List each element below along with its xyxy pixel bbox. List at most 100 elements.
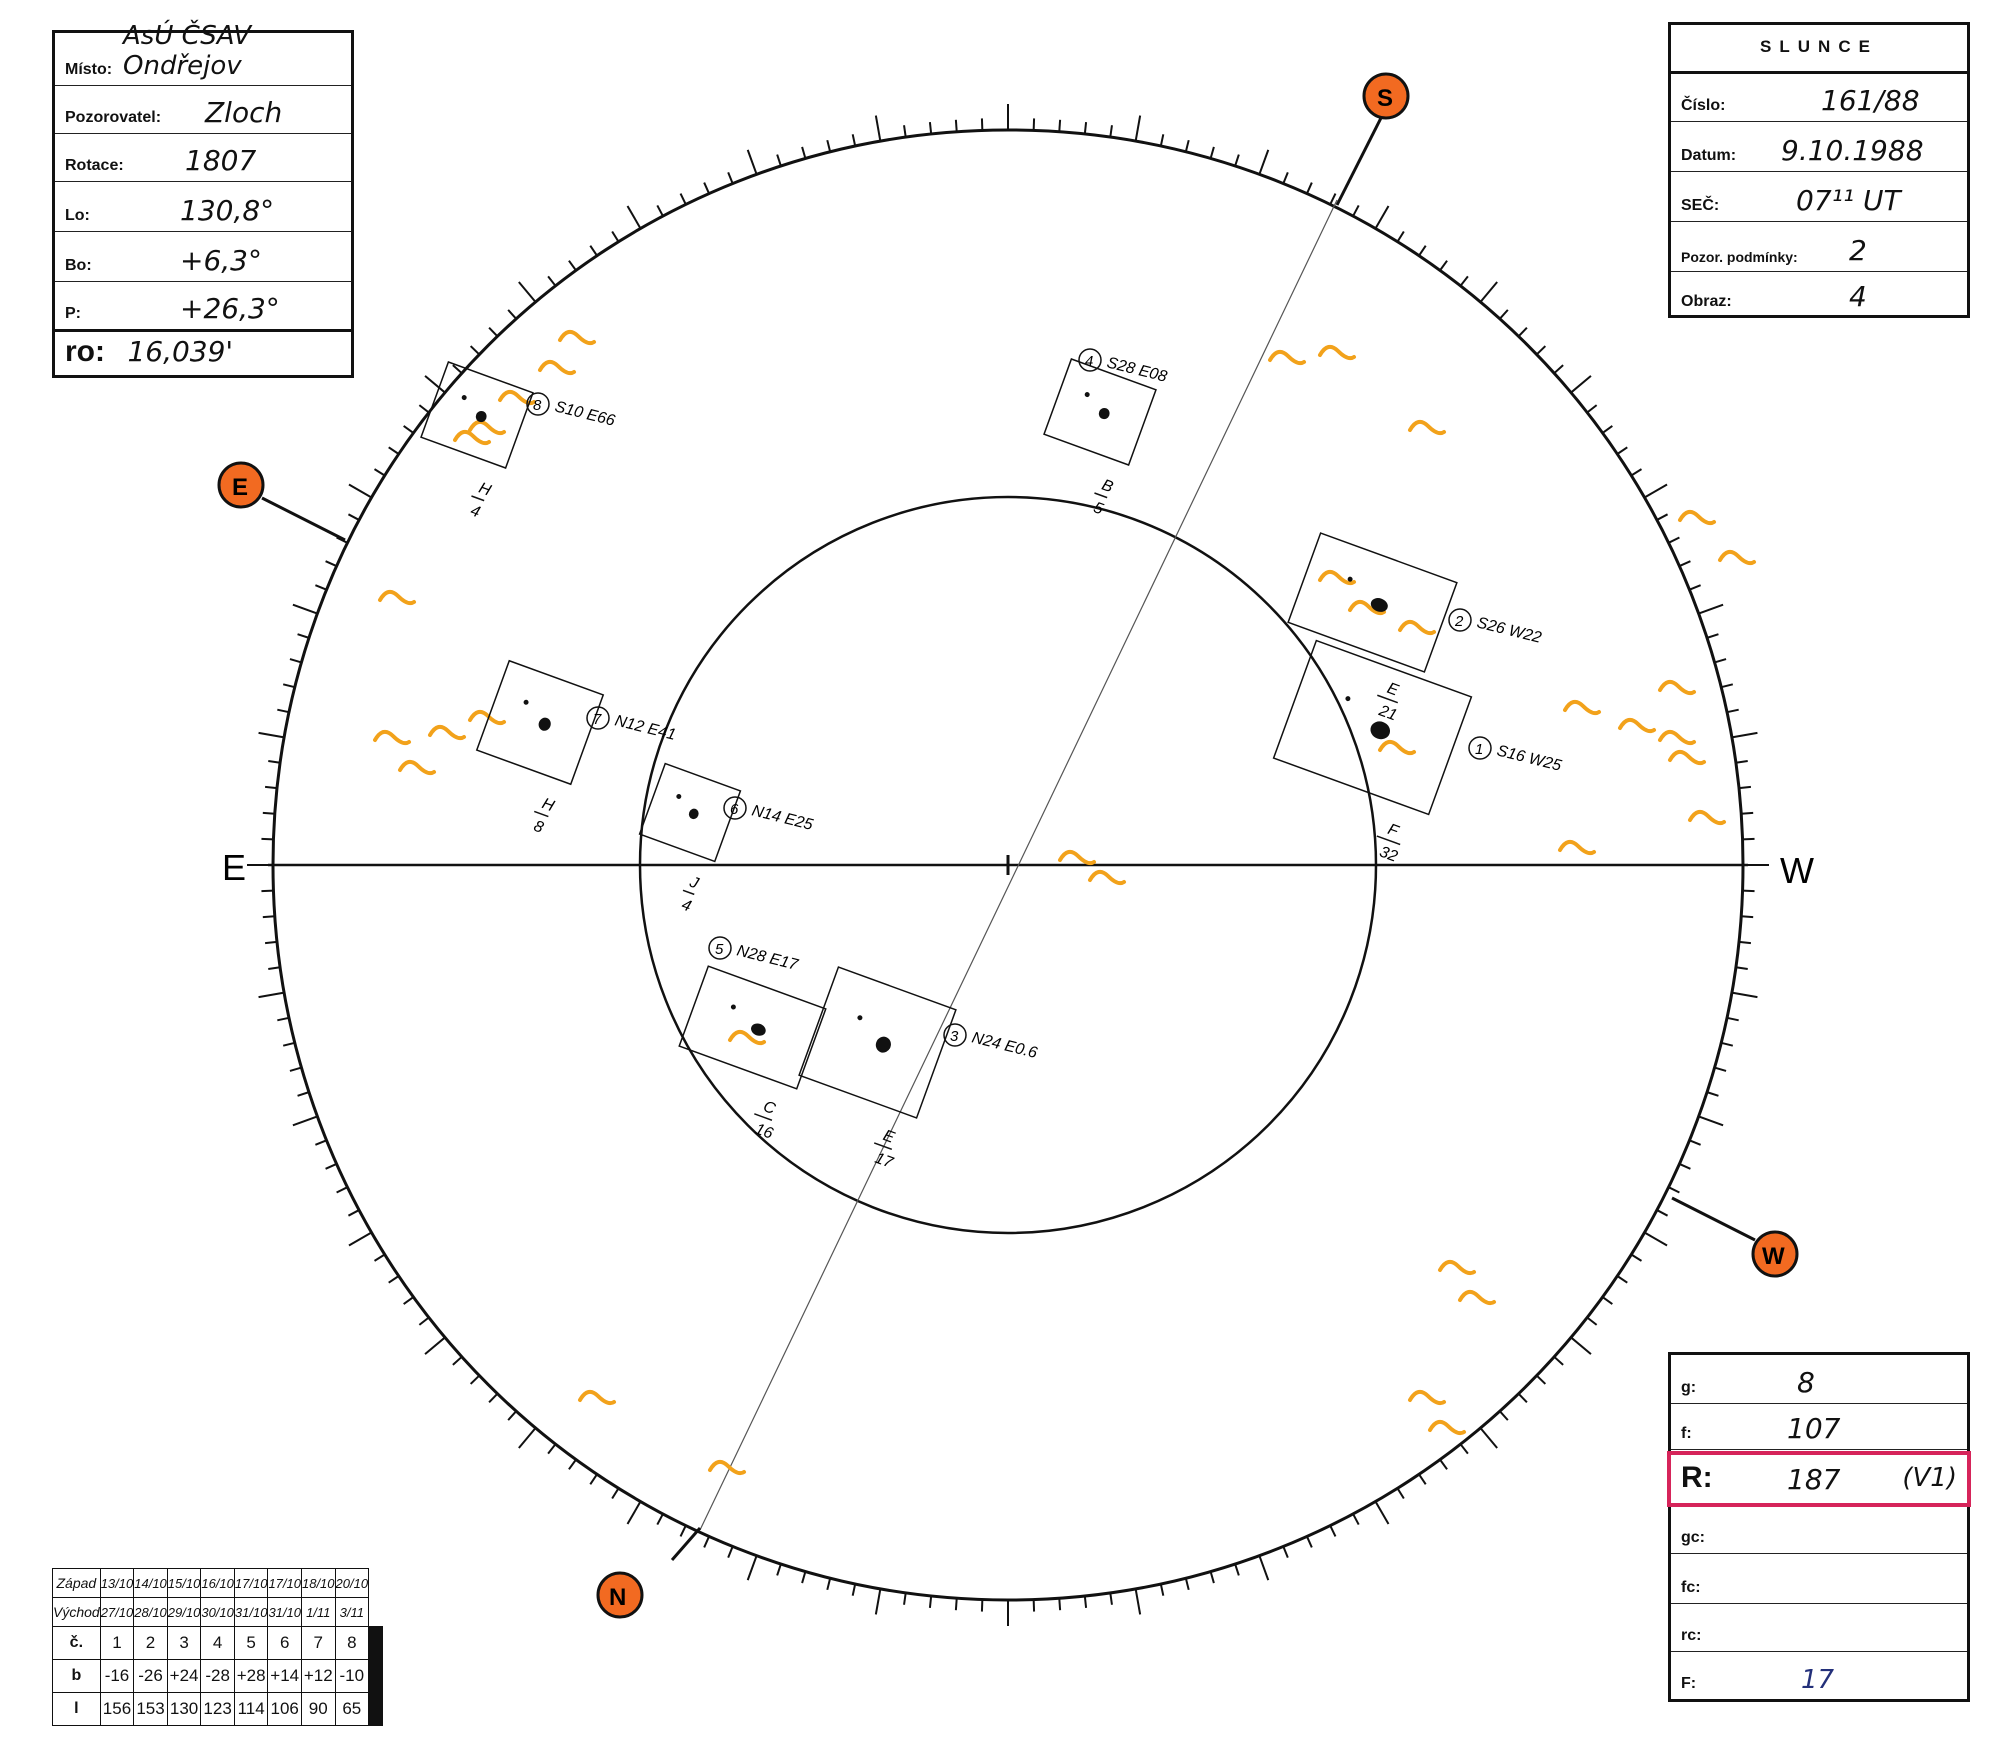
limb-tick <box>611 1487 620 1500</box>
west-label: W <box>1780 850 1814 891</box>
location-label: Místo: <box>65 61 113 78</box>
limb-tick <box>277 1016 290 1022</box>
limb-tick <box>626 1501 642 1525</box>
limb-tick <box>373 1253 386 1262</box>
longitude-row-cell: 123 <box>200 1692 235 1726</box>
limb-tick <box>679 1525 687 1537</box>
east-ecliptic-marker: E <box>217 461 346 542</box>
longitude-row-cell <box>381 1692 384 1726</box>
group-spot-count: 16 <box>753 1121 776 1143</box>
longitude-row-cell: 65 <box>334 1692 370 1726</box>
facula-stroke <box>1718 549 1756 566</box>
facula-stroke <box>453 429 491 446</box>
sunset-row-cell: 15/10 <box>166 1568 202 1598</box>
latitude-row-cell: -16 <box>99 1659 135 1693</box>
f-value: 107 <box>1787 1412 1841 1445</box>
group-number-circle <box>1448 608 1472 632</box>
latitude-row-cell <box>381 1659 384 1693</box>
limb-tick <box>928 121 933 135</box>
limb-tick <box>727 1546 734 1558</box>
limb-tick <box>826 1577 832 1591</box>
l0-value: 130,8° <box>180 194 275 227</box>
limb-tick <box>1720 1041 1734 1047</box>
r0-label: ro: <box>65 335 105 368</box>
limb-scale-ticks <box>247 104 1769 1626</box>
facula-stroke <box>1688 809 1726 826</box>
sunset-row-label: Západ <box>52 1568 101 1598</box>
sunset-row-cell: 13/10 <box>99 1568 135 1598</box>
limb-tick <box>1706 633 1719 639</box>
number-label: Číslo: <box>1681 97 1726 114</box>
group-spot-count: 17 <box>873 1150 897 1172</box>
limb-tick <box>703 1536 710 1548</box>
sunrise-row-cell: 29/10 <box>166 1597 202 1627</box>
date-value: 9.10.1988 <box>1781 134 1924 167</box>
group-spot-count: 4 <box>679 896 693 915</box>
limb-tick <box>403 1296 414 1305</box>
longitude-row-cell: 130 <box>166 1692 202 1726</box>
rotation-axis <box>699 199 1338 1531</box>
limb-tick <box>626 205 642 229</box>
sunspot-umbra <box>1370 598 1388 612</box>
limb-tick <box>1134 1588 1142 1615</box>
group-frame <box>1272 639 1473 816</box>
limb-tick <box>268 760 281 764</box>
limb-tick <box>258 731 285 739</box>
group-number: 2 <box>1454 613 1464 630</box>
group-number-row-cell: 8 <box>334 1626 370 1660</box>
limb-tick <box>1668 536 1680 544</box>
limb-tick <box>277 708 290 714</box>
f-label: f: <box>1681 1425 1692 1442</box>
group-spot-count: 4 <box>468 502 482 521</box>
limb-tick <box>1184 139 1190 153</box>
facula-stroke <box>1678 509 1716 526</box>
faculae-regions <box>373 329 1756 1476</box>
group-number-row-label: č. <box>52 1626 101 1660</box>
limb-tick <box>1731 731 1758 739</box>
limb-tick <box>1735 966 1748 970</box>
limb-tick <box>746 149 758 175</box>
sunspot-umbra <box>538 717 551 731</box>
limb-tick <box>1570 375 1592 394</box>
limb-tick <box>403 425 414 434</box>
limb-tick <box>547 1443 557 1455</box>
latitude-row-cell: -10 <box>334 1659 370 1693</box>
limb-tick <box>874 115 882 142</box>
limb-tick <box>703 182 710 194</box>
facula-stroke <box>1658 679 1696 696</box>
limb-tick <box>1418 245 1427 257</box>
limb-tick <box>589 1473 598 1485</box>
time-label: SEČ: <box>1681 197 1720 214</box>
limb-tick <box>656 204 664 217</box>
group-spot-count: 21 <box>1376 702 1399 724</box>
limb-tick <box>589 245 598 257</box>
limb-tick <box>801 146 807 159</box>
image-value: 4 <box>1849 280 1867 313</box>
limb-tick <box>1714 1066 1727 1072</box>
b0-value: +6,3° <box>180 244 262 277</box>
group-number-circle <box>708 936 732 960</box>
latitude-row-label: b <box>52 1659 101 1693</box>
group-number-circle <box>723 796 747 820</box>
group-number-row-cell <box>381 1626 384 1660</box>
limb-tick <box>1396 1487 1405 1500</box>
facula-stroke <box>1408 419 1446 436</box>
limb-tick <box>488 1393 499 1404</box>
limb-tick <box>1374 205 1390 229</box>
limb-tick <box>297 1091 310 1097</box>
limb-tick <box>1644 483 1668 499</box>
facula-stroke <box>378 589 416 606</box>
limb-tick <box>292 603 318 615</box>
group-coordinates: N14 E25 <box>750 802 815 834</box>
gc-label: gc: <box>1681 1529 1705 1546</box>
facula-stroke <box>1318 569 1356 586</box>
longitude-row-cell: 90 <box>300 1692 336 1726</box>
limb-tick <box>1234 154 1240 167</box>
limb-tick <box>1159 1583 1165 1596</box>
limb-tick <box>469 345 480 356</box>
